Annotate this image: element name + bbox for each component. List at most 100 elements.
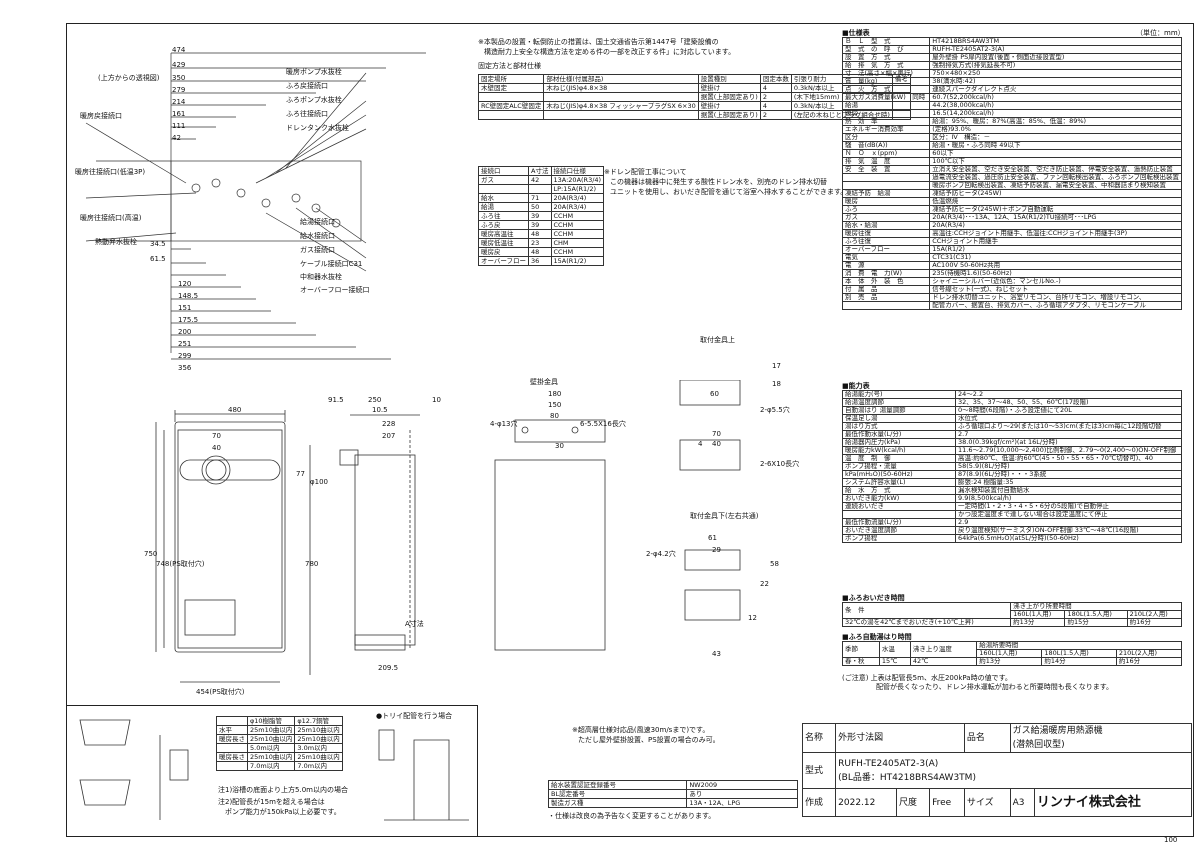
spec-key: 給湯器内圧力(kPa) — [842, 438, 956, 447]
dim-label: 43 — [712, 650, 721, 658]
note-line: 配管が長くなったり、ドレン排水運転が加わると所要時間も長くなります。 — [876, 683, 1114, 691]
drawing-frame — [66, 23, 1194, 837]
fixing-table: 固定場所部材仕様(付属部品)設置種別固定本数引張り耐力備考 木壁固定木ねじ(JI… — [477, 74, 911, 120]
note-line: (ご注意) 上表は配管長5m、水圧200kPa時の値です。 — [842, 674, 1012, 682]
spec-value: 給湯・暖房・ふろ同時 49以下 — [929, 141, 1182, 150]
spec-value: 膨張:24 樹脂量:35 — [955, 478, 1182, 487]
spec-value: 凍結予防ヒータ(245W) — [929, 189, 1182, 198]
spec-key: 安 全 装 置 — [841, 165, 931, 174]
callout-label: オーバーフロー接続口 — [300, 286, 370, 294]
spec-value: (定格)93.0% — [929, 125, 1182, 134]
spec-value: 区分：Ⅳ 構造：－ — [929, 133, 1182, 142]
table-row: 過電流安全装置、過圧防止安全装置、ファン回転検出装置、ふろポンプ回転検出装置 — [841, 173, 1182, 182]
trap-drawing — [378, 729, 469, 821]
spec-value: 87(8.9)(6L/分時)・・・3系統 — [955, 470, 1182, 479]
spec-key: ガス — [841, 213, 931, 222]
table-row: 別 売 品ドレン排水切替ユニット、浴室リモコン、台所リモコン、増設リモコン、 — [841, 293, 1182, 302]
dim-label: 299 — [178, 352, 192, 360]
highrise-note: ※超高層仕様対応品(風速30m/sまで)です。 — [572, 726, 710, 734]
spec-key: 電気 — [841, 253, 931, 262]
autofill-title: ■ふろ自動湯はり時間 — [842, 633, 912, 641]
trap-note: ●トリイ配管を行う場合 — [376, 712, 453, 720]
spec-key: 設 置 方 式 — [841, 53, 931, 62]
spec-key: ポンプ揚程 — [842, 534, 956, 543]
spec-value: 20A(R3/4)･･･13A、12A、15A(R1/2)TU接続可･･･LPG — [929, 213, 1182, 222]
dim-label: 200 — [178, 328, 192, 336]
spec-key: 給湯能力(号) — [842, 390, 956, 399]
dim-label: 77 — [296, 470, 305, 478]
dim-label: 58 — [770, 560, 779, 568]
callout-label: 給水接続口 — [300, 232, 335, 240]
spec-key: 質 量(kg) — [841, 77, 931, 86]
dim-label: 429 — [172, 61, 186, 69]
front-view-drawing — [155, 410, 411, 683]
callout-label: 暖房戻接続口 — [80, 112, 122, 120]
table-row: 消 費 電 力(W)235(待機時1.6)(50-60Hz) — [841, 269, 1182, 278]
spec-value: AC100V 50-60Hz共用 — [929, 261, 1182, 270]
table-row: 暖房能力kW(kcal/h)11.6～2.79(10,000～2,400)比例制… — [842, 446, 1182, 455]
callout-label: ケーブル接続口C31 — [300, 260, 363, 268]
spec-key: エネルギー消費効率 — [841, 125, 931, 134]
spec-key: 暖房能力kW(kcal/h) — [842, 446, 956, 455]
spec-key: Ｂ Ｌ 型 式 — [841, 37, 931, 46]
dim-label: 454(PS取付穴) — [196, 688, 245, 696]
spec-value: 44.2(38,000kcal/h) — [929, 101, 1182, 110]
spec-value: 16.5(14,200kcal/h) — [929, 109, 1182, 118]
dim-label: 180 — [548, 390, 562, 398]
dim-label: 12 — [748, 614, 757, 622]
spec-key — [841, 173, 931, 182]
spec-value: 750×480×250 — [929, 69, 1182, 78]
dim-label: 748(PS取付穴) — [156, 560, 205, 568]
pipe-note: ポンプ能力が150kPa以上必要です。 — [218, 808, 341, 816]
spec-key: 湯はり方式 — [842, 422, 956, 431]
dim-label: 42 — [172, 134, 181, 142]
callout-label: 暖房ポンプ水抜栓 — [286, 68, 342, 76]
table-row: 給 排 気 方 式強制排気方式(排気延長不可) — [841, 61, 1182, 70]
table-row: 付 属 品信号線セット(一式)、ねじセット — [841, 285, 1182, 294]
spec-value: 38.0(0.39kgf/cm²)(at 16L/分時) — [955, 438, 1182, 447]
spec-key: 保温足し湯 — [842, 414, 956, 423]
callout-label: ガス接続口 — [300, 246, 335, 254]
table-row: 暖房往復高温往:CCHジョイント用継手、低温往:CCHジョイント用継手(3P) — [841, 229, 1182, 238]
table-row: エネルギー消費効率(定格)93.0% — [841, 125, 1182, 134]
spec-value: ふろ循環口より～29(または10～53)cm(または3)cm毎に12段階切替 — [955, 422, 1182, 431]
dim-label: 148.5 — [178, 292, 199, 300]
spec-key: Ｎ Ｏ ｘ(ppm) — [841, 149, 931, 158]
dim-label: 60 — [710, 390, 719, 398]
dim-label: 120 — [178, 280, 192, 288]
dim-label: 228 — [382, 420, 396, 428]
dim-label: 251 — [178, 340, 192, 348]
spec-key: 給湯温度調節 — [842, 398, 956, 407]
spec-value: 信号線セット(一式)、ねじセット — [929, 285, 1182, 294]
dim-label: 80 — [550, 412, 559, 420]
spec-value: 暖房ポンプ回転検出装置、凍結予防装置、漏電安全装置、中和器詰まり検知装置 — [929, 181, 1182, 190]
dim-label: 30 — [555, 442, 564, 450]
dim-label: 207 — [382, 432, 396, 440]
spec-value: 100℃以下 — [929, 157, 1182, 166]
spec-key: 自動湯はり 湯量調節 — [842, 406, 956, 415]
spec-value: 高温往:CCHジョイント用継手、低温往:CCHジョイント用継手(3P) — [929, 229, 1182, 238]
spec-value: 15A(R1/2) — [929, 245, 1182, 254]
dim-label: 17 — [772, 362, 781, 370]
spec-key: 暖房 — [841, 197, 931, 206]
callout-label: 熱動弁水抜栓 — [95, 238, 137, 246]
spec-value: 9.9(8,500kcal/h) — [955, 494, 1182, 503]
view-caption: (上方からの透視図) — [98, 74, 160, 82]
spec-value: 強制排気方式(排気延長不可) — [929, 61, 1182, 70]
drain-note: この機器は機器中に発生する酸性ドレン水を、別売のドレン排水切替 — [610, 178, 827, 186]
page-number: 100 — [1164, 836, 1178, 844]
spec-key: 給湯 — [841, 101, 931, 110]
spec-key: 本 体 外 装 色 — [841, 277, 931, 286]
table-row: 給 水 方 式漏水検知装置付自動給水 — [842, 486, 1182, 495]
spec-value: 凍結予防ヒータ(245W)＋ポンプ自動運転 — [929, 205, 1182, 214]
spec-key: 給 水 方 式 — [842, 486, 956, 495]
dim-label: 4-φ13穴 — [490, 420, 518, 428]
